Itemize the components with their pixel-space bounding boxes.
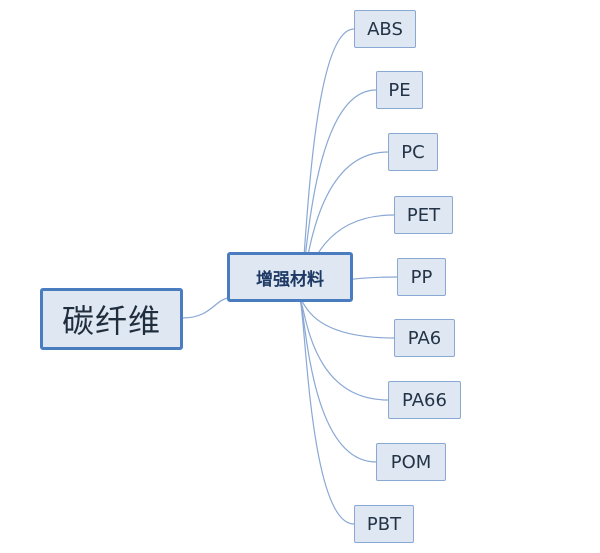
leaf-node-abs[interactable]: ABS bbox=[354, 10, 416, 48]
connector-hub-leaf-7 bbox=[299, 298, 377, 463]
connector-root-hub bbox=[182, 297, 229, 319]
root-node[interactable]: 碳纤维 bbox=[40, 288, 183, 350]
hub-node[interactable]: 增强材料 bbox=[227, 252, 353, 302]
connector-hub-leaf-6 bbox=[299, 298, 389, 401]
leaf-node-pe[interactable]: PE bbox=[376, 71, 423, 109]
leaf-node-pp[interactable]: PP bbox=[397, 258, 446, 296]
leaf-node-pa66[interactable]: PA66 bbox=[388, 381, 461, 419]
leaf-node-pbt[interactable]: PBT bbox=[354, 505, 414, 543]
leaf-node-pa6[interactable]: PA6 bbox=[394, 319, 455, 357]
leaf-node-pet[interactable]: PET bbox=[394, 196, 453, 234]
leaf-node-pc[interactable]: PC bbox=[388, 133, 438, 171]
connector-hub-leaf-5 bbox=[299, 298, 395, 339]
connector-hub-leaf-8 bbox=[299, 298, 355, 525]
leaf-node-pom[interactable]: POM bbox=[376, 443, 446, 481]
